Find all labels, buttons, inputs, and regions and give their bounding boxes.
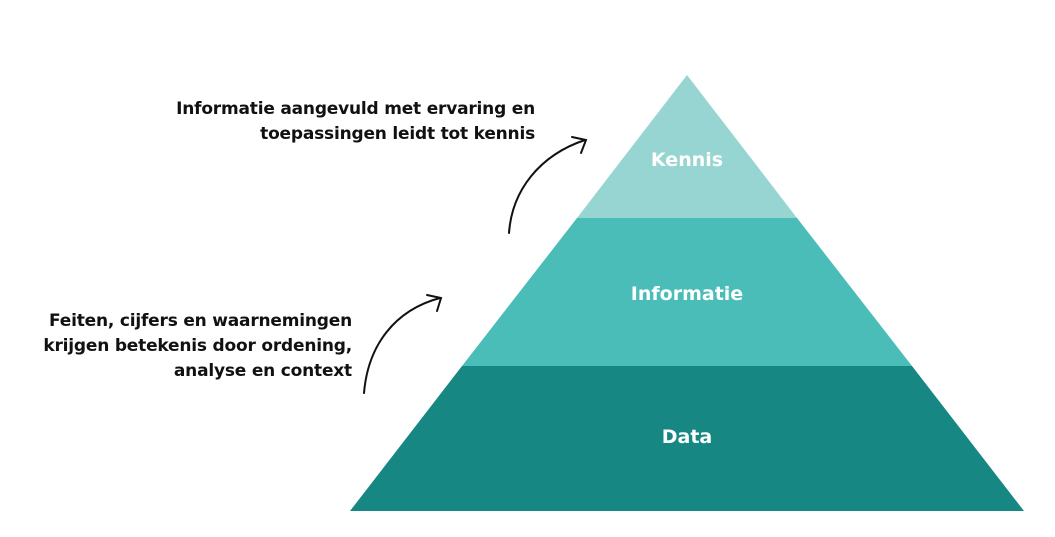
arrow-to-informatie-icon — [363, 294, 443, 394]
note-line: krijgen betekenis door ordening, — [43, 336, 352, 356]
pyramid-level-informatie — [462, 218, 912, 366]
level-label-data: Data — [661, 426, 713, 448]
note-line: Informatie aangevuld met ervaring en — [176, 99, 535, 119]
note-line: toepassingen leidt tot kennis — [260, 124, 535, 144]
note-kennis: Informatie aangevuld met ervaring en toe… — [176, 97, 535, 147]
arrow-to-kennis-icon — [508, 136, 588, 234]
pyramid-level-kennis — [577, 75, 797, 218]
level-label-informatie: Informatie — [630, 283, 744, 305]
level-label-kennis: Kennis — [650, 149, 724, 171]
note-informatie: Feiten, cijfers en waarnemingen krijgen … — [43, 309, 352, 384]
note-line: analyse en context — [173, 361, 352, 381]
pyramid-level-data — [350, 366, 1024, 511]
note-line: Feiten, cijfers en waarnemingen — [49, 311, 352, 331]
